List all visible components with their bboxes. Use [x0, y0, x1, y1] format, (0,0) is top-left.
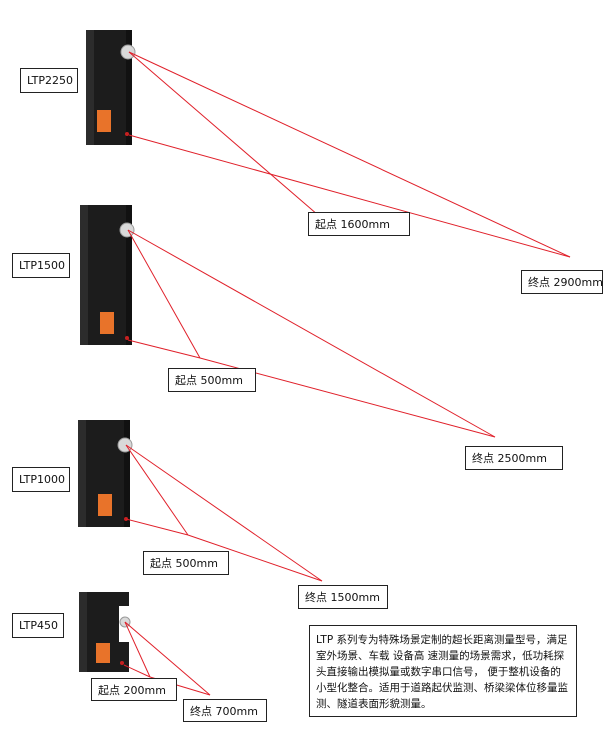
sensor-ltp450 [79, 592, 131, 672]
end-label-ltp1500: 终点 2500mm [465, 446, 563, 470]
model-label-ltp1500: LTP1500 [12, 253, 70, 278]
beam-lines-ltp1500 [127, 229, 496, 438]
beam-lines-ltp1000 [125, 444, 323, 582]
sensor-ltp2250 [86, 30, 136, 145]
start-label-ltp1000: 起点 500mm [143, 551, 229, 575]
end-label-ltp2250: 终点 2900mm [521, 270, 603, 294]
model-label-ltp2250: LTP2250 [20, 68, 78, 93]
model-label-ltp1000: LTP1000 [12, 467, 70, 492]
sensor-ltp1500 [80, 205, 135, 345]
sensor-ltp1000 [78, 420, 133, 527]
start-label-ltp2250: 起点 1600mm [308, 212, 410, 236]
end-label-ltp1000: 终点 1500mm [298, 585, 388, 609]
start-label-ltp450: 起点 200mm [91, 678, 177, 701]
model-label-ltp450: LTP450 [12, 613, 64, 638]
start-label-ltp1500: 起点 500mm [168, 368, 256, 392]
beam-lines-ltp2250 [128, 51, 571, 258]
end-label-ltp450: 终点 700mm [183, 699, 267, 722]
series-description: LTP 系列专为特殊场景定制的超长距离测量型号，满足室外场景、车载 设备高 速测… [309, 625, 577, 717]
